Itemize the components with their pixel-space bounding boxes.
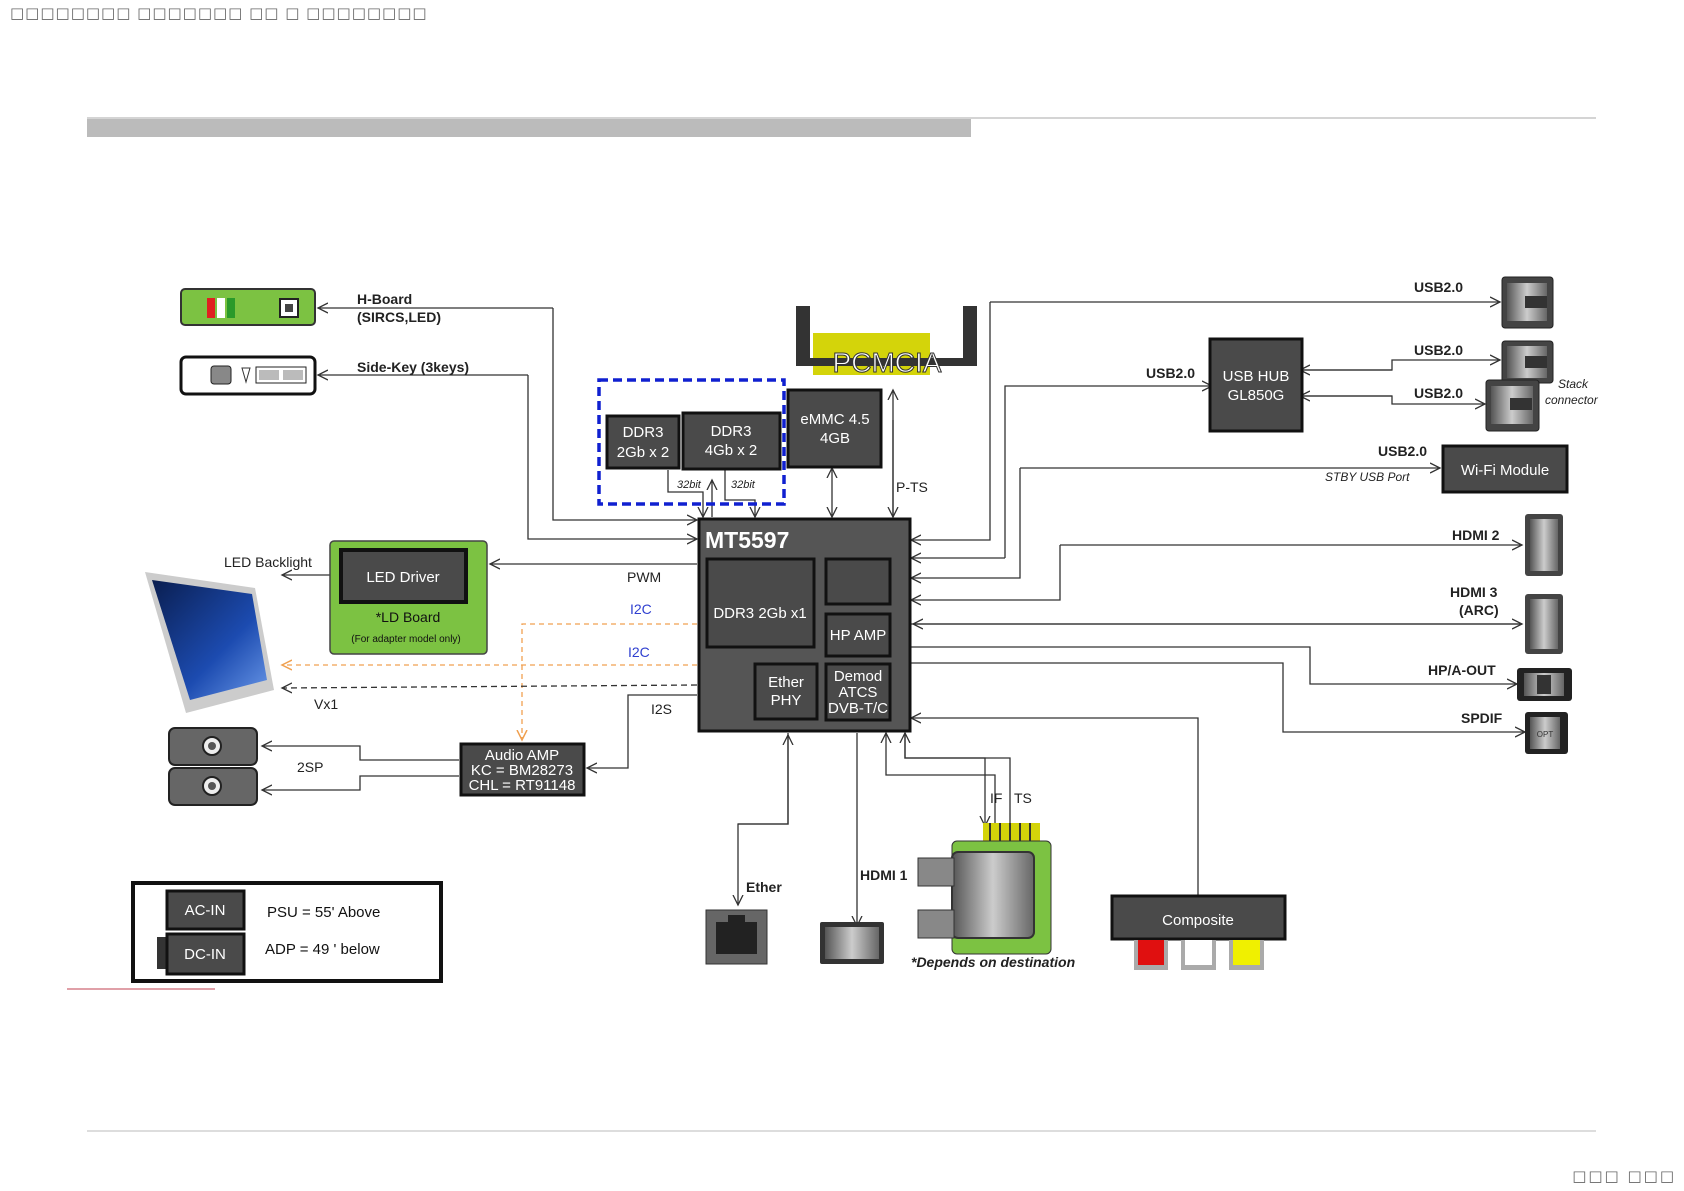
adp-label: ADP = 49 ' below	[265, 941, 380, 958]
ddr3-a-size: 2Gb x 2	[617, 444, 670, 461]
ether-phy-label: Ether	[768, 674, 804, 691]
usb-hub-label: USB HUB	[1223, 368, 1290, 385]
ts-label: TS	[1014, 790, 1032, 806]
ether-label: Ether	[746, 879, 782, 895]
ddr3-b-size: 4Gb x 2	[705, 442, 758, 459]
header-bar	[87, 119, 971, 137]
led-backlight-label: LED Backlight	[224, 554, 312, 570]
pcmcia-slot-icon	[796, 306, 977, 375]
emmc-label: eMMC 4.5	[800, 411, 869, 428]
p-ts-label: P-TS	[896, 479, 928, 495]
wires	[262, 302, 1525, 926]
h-board-sub: (SIRCS,LED)	[357, 309, 441, 325]
stby-label: STBY USB Port	[1325, 470, 1410, 484]
usb-hub-model: GL850G	[1228, 387, 1285, 404]
soc-title: MT5597	[705, 527, 789, 553]
hdmi3-port-icon	[1525, 594, 1563, 654]
rca-jacks-icon	[1134, 940, 1264, 970]
spdif-label: SPDIF	[1461, 710, 1503, 726]
opt-label: OPT	[1537, 730, 1554, 739]
dc-in-label: DC-IN	[184, 946, 226, 963]
tuner-icon	[917, 823, 1052, 955]
hp-amp-box	[824, 612, 892, 658]
hdmi2-port-icon	[1525, 514, 1563, 576]
ac-in-label: AC-IN	[185, 902, 226, 919]
ddr3-b-box	[681, 411, 782, 471]
wifi-module-box	[1441, 444, 1569, 494]
bus-b-label: 32bit	[731, 479, 756, 491]
if-label: IF	[990, 790, 1002, 806]
hdmi3-label: HDMI 3	[1450, 584, 1498, 600]
lcd-panel-icon	[145, 572, 274, 713]
ddr-group-outline	[597, 378, 786, 506]
ddr3-a-box	[605, 414, 681, 470]
led-driver-label: LED Driver	[366, 569, 439, 586]
ddr3-a-label: DDR3	[623, 424, 664, 441]
side-key-icon	[179, 355, 317, 396]
usb-stack-icon	[1485, 340, 1554, 432]
bus-a-label: 32bit	[677, 479, 702, 491]
emmc-box	[786, 388, 883, 469]
dc-in-box	[165, 932, 246, 976]
audio-amp-kc: KC = BM28273	[471, 762, 573, 779]
led-driver-box	[339, 548, 468, 604]
side-key-label: Side-Key (3keys)	[357, 359, 469, 375]
demod-atcs: ATCS	[839, 684, 878, 701]
usb-b-label: USB2.0	[1414, 342, 1463, 358]
ld-board-note: (For adapter model only)	[351, 634, 461, 645]
pcmcia-label: PCMCIA	[833, 347, 942, 378]
i2s-label: I2S	[651, 701, 672, 717]
ether-phy-box	[753, 662, 819, 721]
demod-box	[824, 662, 892, 722]
vx1-label: Vx1	[314, 696, 338, 712]
dc-in-plug	[157, 937, 167, 969]
usb-port-icon	[1501, 276, 1554, 329]
speaker-icon	[168, 727, 258, 806]
demod-dvb: DVB-T/C	[828, 700, 888, 717]
i2c-label-b: I2C	[628, 644, 650, 660]
emmc-size: 4GB	[820, 430, 850, 447]
i2c-label-a: I2C	[630, 601, 652, 617]
optical-port-icon	[1525, 712, 1568, 754]
audio-amp-label: Audio AMP	[485, 747, 559, 764]
headphone-jack-icon	[1517, 668, 1572, 701]
hdmi2-label: HDMI 2	[1452, 527, 1500, 543]
stack-sub: connector	[1545, 393, 1599, 407]
ethernet-jack-icon	[705, 909, 768, 965]
ether-phy-sub: PHY	[771, 692, 802, 709]
footer-text: □□□ □□□	[1572, 1167, 1676, 1185]
soc-ddr-label: DDR3 2Gb x1	[713, 605, 806, 622]
hdmi1-label: HDMI 1	[860, 867, 908, 883]
usb-hub-in-label: USB2.0	[1146, 365, 1195, 381]
header-text: □□□□□□□□ □□□□□□□ □□ □ □□□□□□□□	[10, 4, 428, 22]
usb-c-label: USB2.0	[1414, 385, 1463, 401]
usb-top-label: USB2.0	[1414, 279, 1463, 295]
speaker-label: 2SP	[297, 759, 323, 775]
composite-box	[1110, 894, 1287, 941]
hdmi1-port-icon	[820, 922, 884, 964]
usb-hub-box	[1208, 337, 1304, 433]
ddr3-b-label: DDR3	[711, 423, 752, 440]
h-board-label: H-Board	[357, 291, 412, 307]
depends-note: *Depends on destination	[911, 954, 1075, 970]
psu-label: PSU = 55' Above	[267, 904, 380, 921]
hp-out-label: HP/A-OUT	[1428, 662, 1496, 678]
ld-board-label: *LD Board	[376, 609, 441, 625]
usb-wifi-label: USB2.0	[1378, 443, 1427, 459]
pwm-label: PWM	[627, 569, 661, 585]
audio-amp-chl: CHL = RT91148	[469, 777, 576, 794]
ac-in-box	[165, 889, 246, 931]
soc-ddr-box	[705, 557, 816, 649]
demod-label: Demod	[834, 668, 882, 685]
audio-amp-box	[459, 742, 586, 797]
composite-label: Composite	[1162, 912, 1234, 929]
wifi-module-label: Wi-Fi Module	[1461, 462, 1549, 479]
soc-unlabeled-block	[824, 557, 892, 606]
stack-label: Stack	[1558, 377, 1589, 391]
hp-amp-label: HP AMP	[830, 627, 886, 644]
hdmi3-sub: (ARC)	[1459, 602, 1499, 618]
h-board-icon	[180, 288, 316, 326]
